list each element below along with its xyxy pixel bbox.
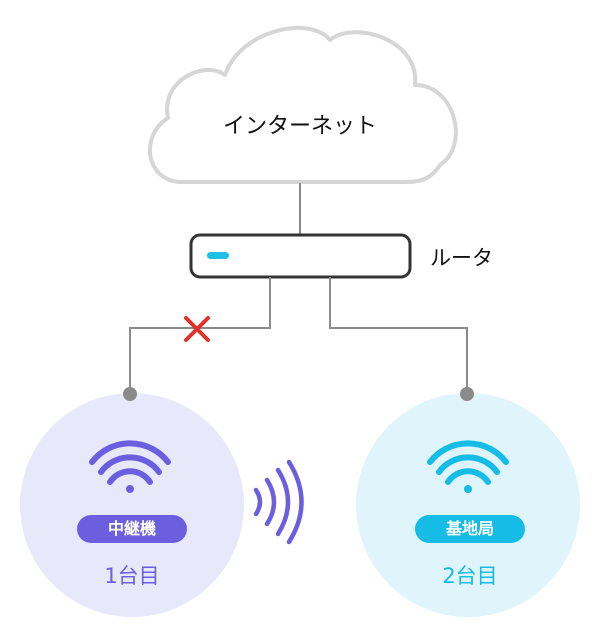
internet-cloud bbox=[147, 25, 458, 184]
wireless-signal-icon bbox=[253, 459, 304, 545]
repeater-port-dot bbox=[123, 387, 137, 401]
router-label: ルータ bbox=[430, 246, 493, 270]
router-box bbox=[189, 233, 412, 279]
wifi-icon bbox=[427, 440, 509, 485]
base-station-count-label: 2台目 bbox=[442, 564, 498, 588]
base-station-port-dot bbox=[460, 387, 474, 401]
internet-label: インターネット bbox=[222, 114, 377, 139]
wifi-icon-dot bbox=[126, 485, 134, 493]
wifi-icon-dot bbox=[464, 485, 472, 493]
router-status-led bbox=[207, 252, 229, 259]
repeater-circle bbox=[20, 393, 244, 617]
repeater-count-label: 1台目 bbox=[104, 564, 160, 588]
base-station-role-badge: 基地局 bbox=[415, 515, 525, 543]
repeater-role-badge: 中継機 bbox=[77, 515, 187, 543]
wifi-icon bbox=[89, 440, 171, 485]
x-mark-icon bbox=[184, 316, 210, 342]
base-station-wired-link bbox=[329, 277, 468, 392]
base-station-circle bbox=[356, 393, 580, 617]
